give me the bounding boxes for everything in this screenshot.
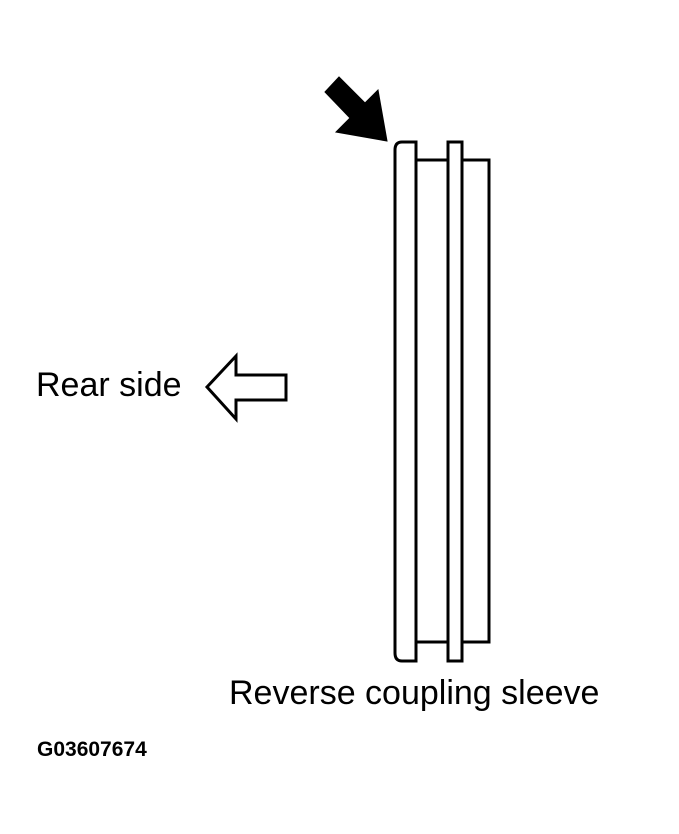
- black-pointer-arrow-icon: [324, 76, 388, 142]
- hollow-left-arrow-icon: [204, 352, 288, 423]
- figure-code-label: G03607674: [37, 738, 147, 761]
- part-name-label: Reverse coupling sleeve: [229, 674, 600, 712]
- sleeve-flange: [393, 140, 418, 663]
- rear-side-label: Rear side: [36, 366, 182, 404]
- sleeve-cross-section: [393, 140, 491, 663]
- sleeve-end-section: [460, 158, 491, 644]
- sleeve-ring: [446, 140, 464, 663]
- sleeve-middle-section: [414, 158, 450, 644]
